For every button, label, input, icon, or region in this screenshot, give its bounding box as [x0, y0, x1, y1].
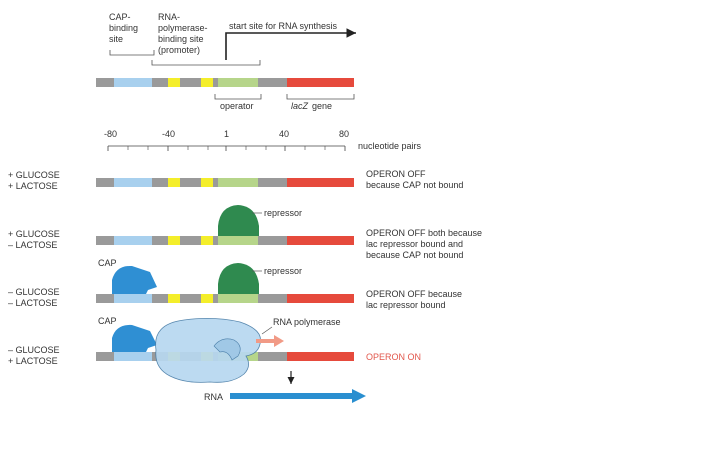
lacz-name: lacZ	[291, 101, 309, 111]
row3-lactose: – LACTOSE	[8, 298, 57, 308]
row2-status-2: lac repressor bound and	[366, 239, 463, 249]
row4-cap-label: CAP	[98, 316, 117, 326]
row1-status-2: because CAP not bound	[366, 180, 463, 190]
promoter-label-4: (promoter)	[158, 45, 200, 55]
promoter-box-minus10	[201, 78, 213, 87]
promoter-bracket	[151, 60, 261, 66]
row4-rna-label: RNA	[204, 392, 223, 402]
row4-cap-protein	[112, 324, 157, 352]
promoter-label-2: polymerase-	[158, 23, 208, 33]
row4-polymerase-leader	[261, 326, 273, 335]
scale-unit-label: nucleotide pairs	[358, 141, 422, 151]
row1-promoter-box-2	[201, 178, 213, 187]
row4-lacz	[287, 352, 354, 361]
scale-ticks	[107, 146, 346, 151]
row1-lactose: + LACTOSE	[8, 181, 58, 191]
cap-site-label-3: site	[109, 34, 123, 44]
cap-binding-site-segment	[114, 78, 152, 87]
row1-promoter-box-1	[168, 178, 180, 187]
start-site-label: start site for RNA synthesis	[229, 21, 338, 31]
row4-glucose: – GLUCOSE	[8, 345, 60, 355]
row2-repressor	[218, 205, 259, 236]
row-glucose-plus-lactose-plus: + GLUCOSE + LACTOSE OPERON OFF because C…	[8, 169, 463, 191]
row3-cap-site	[114, 294, 152, 303]
row3-glucose: – GLUCOSE	[8, 287, 60, 297]
row2-promoter-box-1	[168, 236, 180, 245]
row3-cap-label: CAP	[98, 258, 117, 268]
row2-repressor-label: repressor	[264, 208, 302, 218]
row2-status-3: because CAP not bound	[366, 250, 463, 260]
row4-lactose: + LACTOSE	[8, 356, 58, 366]
row2-lactose: – LACTOSE	[8, 240, 57, 250]
tick-label-40: 40	[279, 129, 289, 139]
row3-repressor-label: repressor	[264, 266, 302, 276]
row3-promoter-box-1	[168, 294, 180, 303]
row3-lacz	[287, 294, 354, 303]
start-site-arrow	[225, 28, 356, 60]
row1-lacz	[287, 178, 354, 187]
gene-word: gene	[312, 101, 332, 111]
row4-polymerase-label: RNA polymerase	[273, 317, 341, 327]
row3-operator	[218, 294, 258, 303]
row2-cap-site	[114, 236, 152, 245]
lacz-gene-segment	[287, 78, 354, 87]
row3-status-2: lac repressor bound	[366, 300, 446, 310]
promoter-label-3: binding site	[158, 34, 204, 44]
row4-cap-site	[114, 352, 152, 361]
operator-bracket	[214, 94, 262, 100]
lacz-bracket	[286, 94, 355, 100]
tick-label-minus80: -80	[104, 129, 117, 139]
row4-rna-polymerase	[155, 318, 261, 383]
row1-cap-site	[114, 178, 152, 187]
row4-rna-transcript-arrow	[230, 389, 366, 403]
row2-operator	[218, 236, 258, 245]
tick-label-minus40: -40	[162, 129, 175, 139]
row1-status-1: OPERON OFF	[366, 169, 426, 179]
nucleotide-scale: -80 -40 1 40 80 nucleotide pairs	[104, 129, 422, 151]
row4-status-1: OPERON ON	[366, 352, 421, 362]
row1-glucose: + GLUCOSE	[8, 170, 60, 180]
operator-label: operator	[220, 101, 254, 111]
row-glucose-plus-lactose-minus: + GLUCOSE – LACTOSE repressor OPERON OFF…	[8, 205, 482, 260]
cap-site-label-1: CAP-	[109, 12, 131, 22]
row4-polymerase-clamp	[213, 338, 241, 361]
row2-glucose: + GLUCOSE	[8, 229, 60, 239]
row-glucose-minus-lactose-minus: – GLUCOSE – LACTOSE CAP repressor OPERON…	[8, 258, 462, 310]
promoter-box-minus35	[168, 78, 180, 87]
promoter-label-1: RNA-	[158, 12, 180, 22]
row2-promoter-box-2	[201, 236, 213, 245]
row3-repressor	[218, 263, 259, 294]
cap-site-label-2: binding	[109, 23, 138, 33]
row2-status-1: OPERON OFF both because	[366, 228, 482, 238]
row2-lacz	[287, 236, 354, 245]
reference-dna-strand	[96, 78, 354, 87]
tick-label-1: 1	[224, 129, 229, 139]
tick-label-80: 80	[339, 129, 349, 139]
row3-promoter-box-2	[201, 294, 213, 303]
row4-transcription-arrow	[256, 335, 284, 347]
row3-status-1: OPERON OFF because	[366, 289, 462, 299]
row-glucose-minus-lactose-plus: – GLUCOSE + LACTOSE CAP RNA polymerase R…	[8, 316, 421, 403]
operator-segment	[218, 78, 258, 87]
row3-cap-protein	[112, 265, 157, 294]
cap-site-bracket	[109, 50, 155, 56]
row1-operator	[218, 178, 258, 187]
